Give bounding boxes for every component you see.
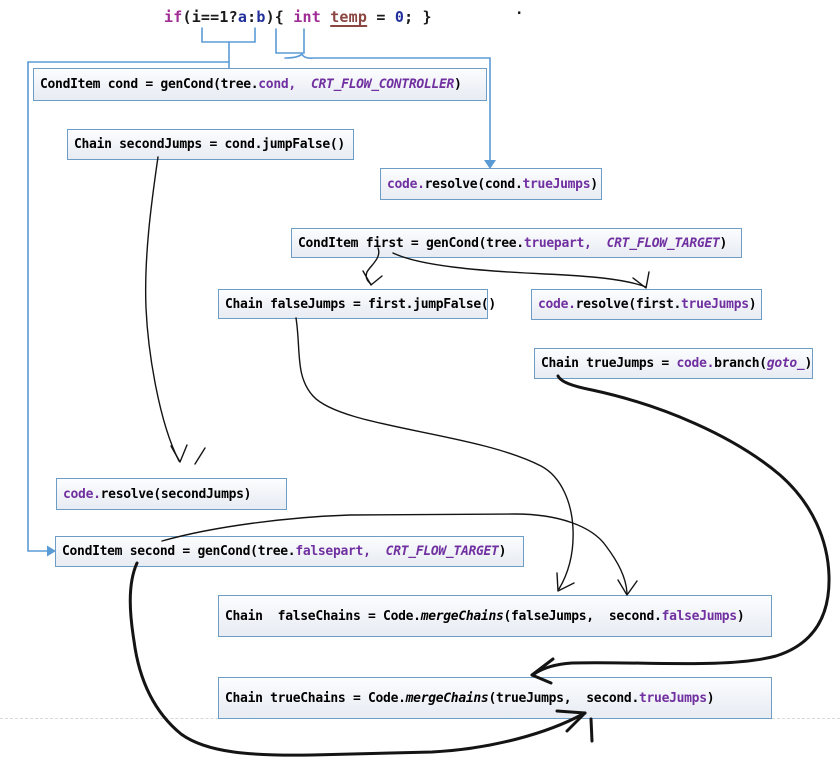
- text-segment: CRT_FLOW_TARGET: [606, 235, 720, 251]
- box-true-jumps-branch: Chain trueJumps = code.branch(goto_): [534, 348, 813, 379]
- text-segment: Chain falseChains = Code.: [225, 608, 421, 624]
- text-segment: mergeChains: [405, 690, 489, 706]
- stray-dot: .: [515, 2, 524, 18]
- arrowhead-second-truechains-tail: [589, 717, 594, 743]
- text-segment: resolve(first.: [575, 297, 682, 312]
- text-segment: CondItem first = genCond(tree.: [298, 235, 524, 251]
- arrow-first-to-resolve-truejumps: [392, 252, 647, 288]
- text-segment: :: [247, 8, 257, 26]
- text-segment: falseJumps: [661, 608, 738, 624]
- text-segment: code.: [63, 486, 101, 502]
- text-segment: falsepart,: [295, 544, 371, 559]
- text-segment: Chain trueChains = Code.: [225, 690, 406, 706]
- text-segment: a: [237, 8, 248, 26]
- text-segment: (i==1?: [182, 8, 238, 26]
- text-segment: ): [736, 608, 745, 624]
- text-segment: goto_: [766, 356, 805, 371]
- text-segment: cond,: [258, 77, 296, 92]
- text-segment: resolve(cond.: [424, 176, 523, 192]
- text-segment: [321, 8, 330, 26]
- arrow-secondjumps-to-resolve: [144, 156, 180, 462]
- arrowhead-second-falsechains: [617, 579, 638, 596]
- text-segment: CRT_FLOW_CONTROLLER: [310, 77, 454, 92]
- text-segment: ): [719, 235, 728, 251]
- box-second-jumps: Chain secondJumps = cond.jumpFalse(): [67, 129, 354, 160]
- text-segment: CondItem second = genCond(tree.: [62, 544, 296, 559]
- arrowhead-falsejumps-falsechains: [556, 572, 575, 592]
- text-segment: trueJumps: [638, 690, 707, 706]
- text-segment: (trueJumps, second.: [488, 690, 639, 706]
- arrow-second-to-truechains: [128, 561, 585, 757]
- text-segment: ): [804, 356, 812, 371]
- text-segment: branch(: [714, 356, 767, 371]
- text-segment: CondItem cond = genCond(tree.: [40, 77, 259, 92]
- text-segment: ): [454, 77, 462, 92]
- brace-cond-expr: [201, 27, 256, 43]
- text-segment: ){: [265, 8, 294, 26]
- text-segment: temp: [330, 8, 368, 26]
- text-segment: =: [367, 8, 395, 26]
- text-segment: code.: [538, 297, 576, 312]
- text-segment: code.: [387, 176, 425, 192]
- box-cond-item-second: CondItem second = genCond(tree.falsepart…: [55, 536, 524, 567]
- text-segment: Chain trueJumps =: [541, 356, 677, 371]
- box-cond-item-first: CondItem first = genCond(tree.truepart, …: [291, 228, 742, 258]
- text-segment: CRT_FLOW_TARGET: [385, 544, 499, 559]
- text-segment: (falseJumps, second.: [503, 608, 662, 624]
- box-cond-item-cond: CondItem cond = genCond(tree.cond, CRT_F…: [33, 68, 487, 101]
- box-false-chains-merge: Chain falseChains = Code.mergeChains(fal…: [218, 595, 772, 637]
- text-segment: Chain falseJumps = first.jumpFalse(): [225, 296, 496, 312]
- text-segment: ): [498, 544, 507, 559]
- text-segment: b: [256, 8, 266, 26]
- arrowhead-secondjumps: [170, 444, 188, 463]
- box-resolve-secondjumps: code.resolve(secondJumps): [56, 478, 287, 510]
- text-segment: if: [164, 8, 183, 26]
- text-segment: [592, 236, 607, 251]
- box-true-chains-merge: Chain trueChains = Code.mergeChains(true…: [218, 677, 772, 719]
- text-segment: code.: [676, 356, 715, 371]
- box-false-jumps: Chain falseJumps = first.jumpFalse(): [218, 289, 496, 319]
- arrowhead-truejumps-a: [530, 657, 555, 677]
- text-segment: truepart,: [523, 235, 592, 251]
- text-segment: ): [748, 297, 757, 312]
- box-resolve-cond-truejumps: code.resolve(cond.trueJumps): [380, 168, 602, 200]
- text-segment: 0: [394, 8, 405, 26]
- text-segment: int: [293, 8, 321, 26]
- text-segment: mergeChains: [420, 608, 504, 624]
- arrowhead-first-resolve: [632, 271, 650, 289]
- text-segment: trueJumps: [681, 297, 749, 312]
- text-segment: ; }: [404, 8, 432, 26]
- text-segment: ): [706, 690, 715, 706]
- arrowhead-first-falsejumps: [362, 270, 383, 286]
- brace-then-block: [275, 28, 305, 54]
- text-segment: [371, 544, 386, 559]
- text-segment: ): [590, 176, 598, 192]
- text-segment: [296, 77, 311, 92]
- box-resolve-first-truejumps: code.resolve(first.trueJumps): [531, 289, 762, 320]
- text-segment: Chain secondJumps = cond.jumpFalse(): [74, 137, 345, 152]
- arrowhead-secondjumps-flick: [194, 447, 206, 465]
- text-segment: resolve(secondJumps): [100, 486, 252, 502]
- source-code-line: if(i==1?a:b){ int temp = 0; }: [164, 8, 432, 26]
- text-segment: trueJumps: [522, 176, 591, 192]
